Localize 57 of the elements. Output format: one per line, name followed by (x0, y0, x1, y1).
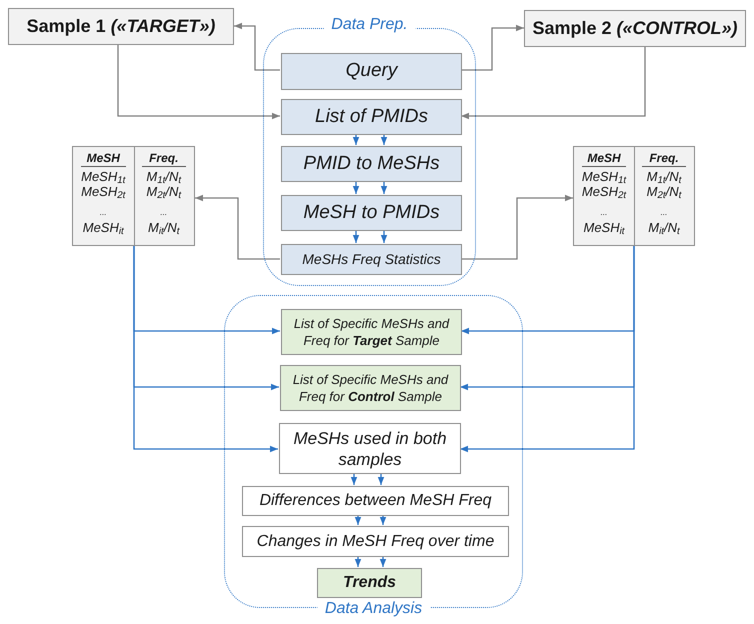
arrow (352, 230, 360, 243)
table-cell-text: M$_{1t}$/N$_{t}$ (646, 169, 683, 184)
arrow (461, 24, 524, 71)
process-box: MeSHs used in both samples (279, 423, 461, 474)
arrow (380, 556, 386, 567)
arrow (461, 47, 646, 120)
arrow (460, 246, 635, 452)
group-title: Data Prep. (323, 15, 416, 35)
frequency-table (573, 146, 695, 246)
table-cell-text: M$_{2t}$/N$_{t}$ (145, 184, 182, 199)
arrow (380, 230, 388, 243)
table-cell-text: ... (159, 207, 168, 219)
sample-box: Sample 1 («TARGET») (8, 8, 234, 45)
table-cell-text: ... (660, 207, 668, 219)
table-cell-text: M$_{it}$/N$_{t}$ (647, 220, 681, 235)
process-box: MeSH to PMIDs (281, 195, 462, 231)
arrow (380, 181, 388, 194)
process-box: PMID to MeSHs (281, 146, 462, 182)
process-box: Changes in MeSH Freq over time (242, 526, 509, 557)
arrow (352, 181, 360, 194)
table-cell-text: MeSH$_{it}$ (582, 220, 626, 235)
arrow (195, 194, 280, 260)
arrow (352, 134, 360, 145)
column-header: Freq. (142, 151, 186, 167)
table-cell-text: MeSH$_{2t}$ (580, 184, 628, 199)
result-box: Trends (317, 568, 422, 598)
arrow (380, 134, 388, 145)
arrow (380, 515, 386, 525)
table-cell-text: M$_{2t}$/N$_{t}$ (646, 184, 683, 199)
table-cell-text: ... (600, 207, 608, 219)
arrow (354, 515, 362, 525)
table-cell-text: MeSH$_{it}$ (82, 220, 125, 235)
arrow (117, 45, 280, 120)
result-box: List of Specific MeSHs and Freq for Target Sample (281, 309, 462, 355)
arrow (133, 246, 278, 452)
result-box: List of Specific MeSHs and Freq for Control Sample (280, 365, 461, 411)
process-box: List of PMIDs (281, 99, 462, 135)
sample-box: Sample 2 («CONTROL») (524, 10, 746, 47)
arrow (350, 473, 358, 485)
arrow (234, 22, 280, 71)
table-cell-text: MeSH$_{1t}$ (80, 169, 127, 184)
process-box: Differences between MeSH Freq (242, 486, 509, 516)
column-header: MeSH (81, 151, 126, 167)
frequency-table (72, 146, 195, 246)
table-cell-text: ... (98, 207, 108, 219)
group-title: Data Analysis (316, 599, 430, 619)
column-header: Freq. (642, 151, 686, 167)
process-box: Query (281, 53, 462, 90)
table-cell-text: M$_{it}$/N$_{t}$ (147, 220, 181, 235)
arrow (354, 556, 362, 567)
table-cell-text: MeSH$_{2t}$ (80, 184, 127, 199)
arrow (378, 473, 384, 485)
arrow (461, 194, 573, 260)
table-cell-text: MeSH$_{1t}$ (580, 169, 628, 184)
process-box: MeSHs Freq Statistics (281, 244, 462, 275)
column-header: MeSH (582, 151, 626, 167)
table-cell-text: M$_{1t}$/N$_{t}$ (145, 169, 182, 184)
